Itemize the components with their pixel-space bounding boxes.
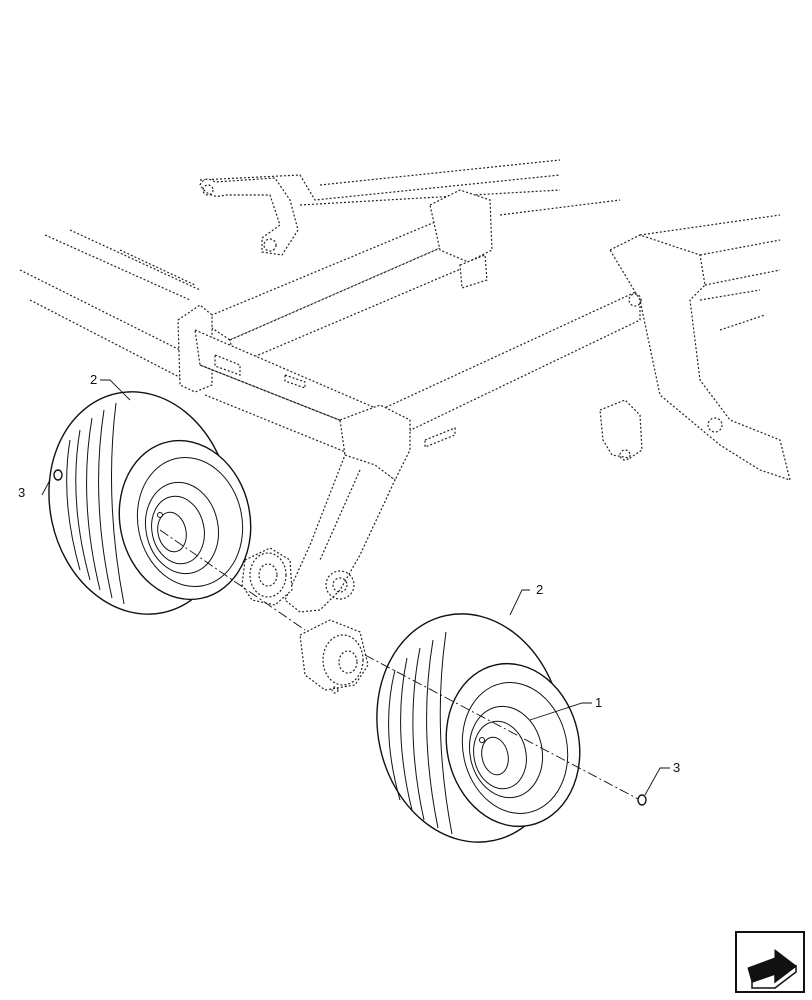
wheel-rear (48, 391, 252, 615)
lug-nut-front (637, 794, 647, 806)
next-page-arrow-icon[interactable] (735, 931, 805, 993)
frame-phantom (19, 159, 791, 613)
lug-nut-rear (53, 469, 63, 481)
callout-2-rear-wheel: 2 (90, 372, 97, 387)
callout-2-front-wheel: 2 (536, 582, 543, 597)
leader-lines (41, 379, 670, 796)
wheel-front (376, 613, 581, 843)
centerlines (159, 529, 641, 801)
hub-front (299, 619, 369, 694)
callout-3-front-nut: 3 (673, 760, 680, 775)
callout-3-rear-nut: 3 (18, 485, 25, 500)
callout-1-rim: 1 (595, 695, 602, 710)
hub-rear (241, 547, 293, 606)
